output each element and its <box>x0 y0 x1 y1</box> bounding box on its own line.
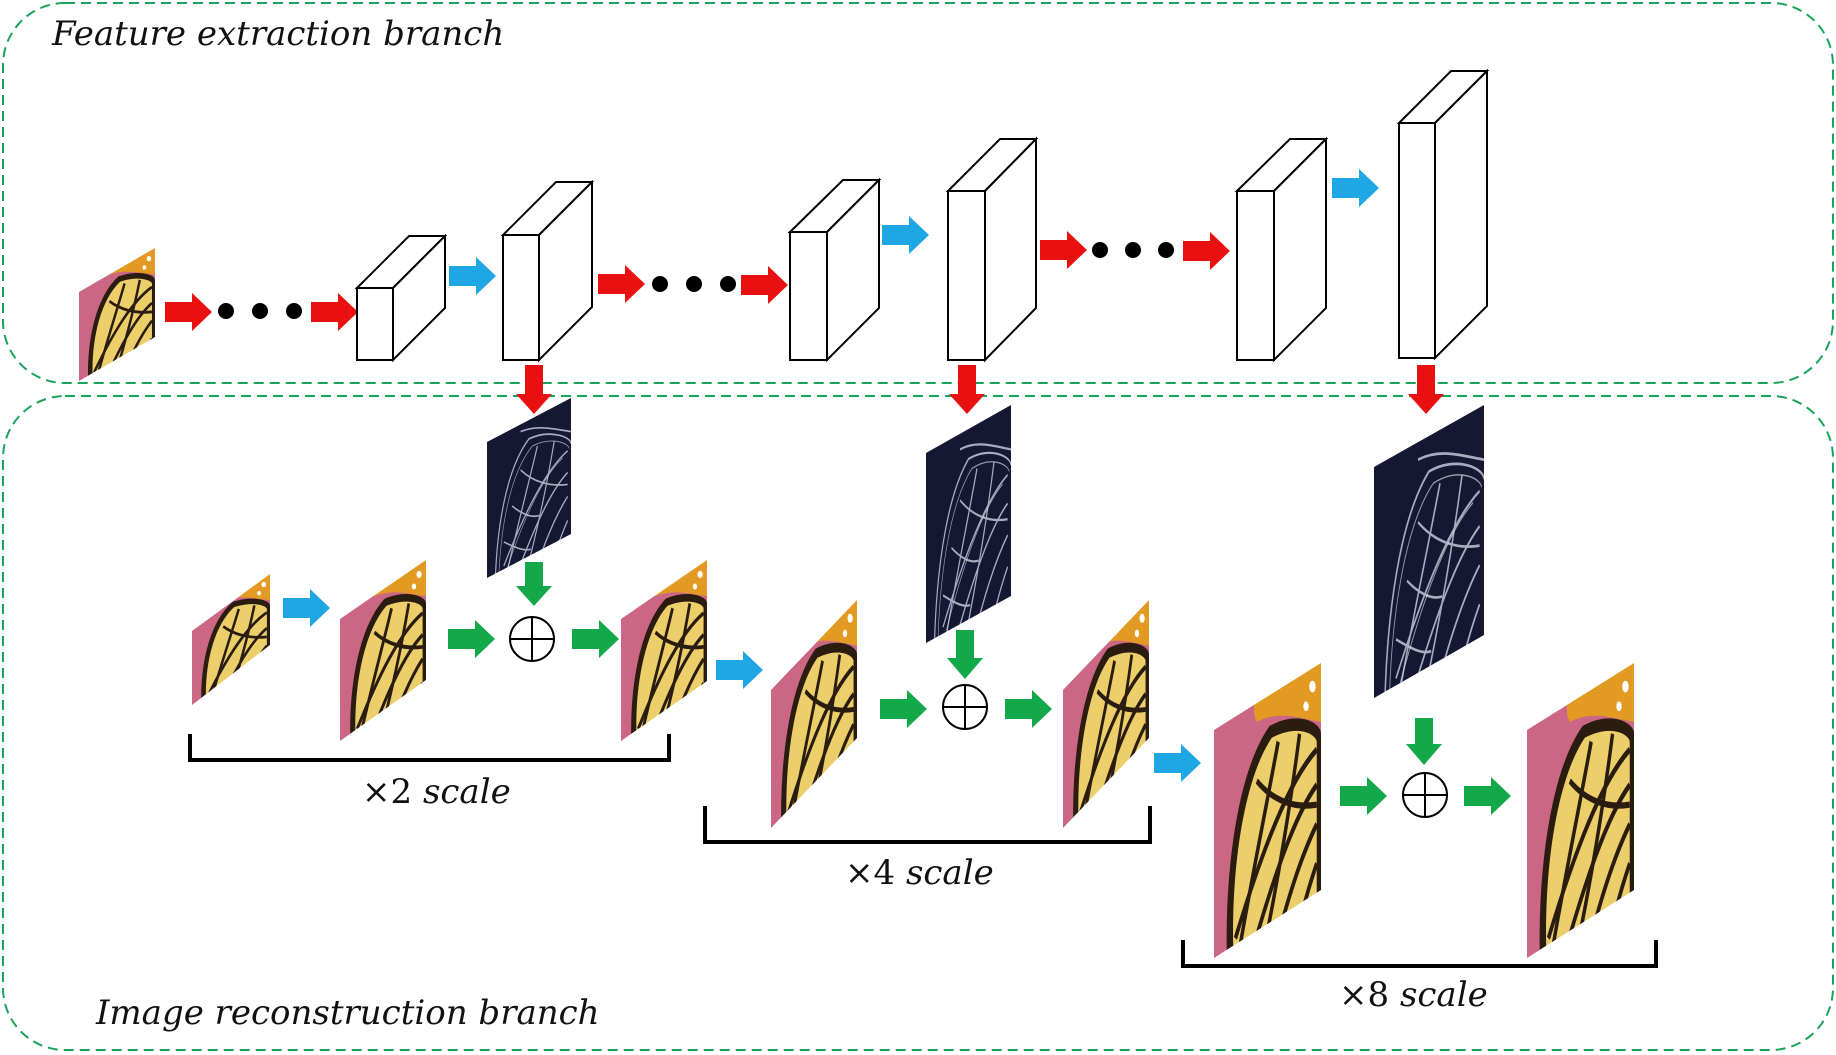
output-image-x4 <box>1063 600 1149 828</box>
circle-plus-icon <box>942 684 988 730</box>
arrow-blue-icon <box>1332 169 1379 207</box>
arrow-blue-icon <box>1154 744 1201 782</box>
arrow-blue-icon <box>283 589 330 627</box>
arrow-green-icon <box>572 620 619 658</box>
output-image-x2 <box>621 560 707 741</box>
residual-map-x8 <box>1374 405 1484 698</box>
lr-input-image <box>192 574 270 705</box>
arrow-down-red-icon <box>949 365 985 414</box>
arrow-red-icon <box>1183 232 1230 270</box>
feature-block-4 <box>945 136 1039 363</box>
output-image-x8 <box>1527 663 1634 958</box>
scale-word: scale <box>905 853 994 893</box>
upsampled-image-x4 <box>771 600 857 828</box>
arrow-blue-icon <box>449 257 496 295</box>
circle-plus-icon <box>1402 772 1448 818</box>
arrow-red-icon <box>1040 231 1087 269</box>
feature-block-1 <box>354 233 448 363</box>
feature-block-3 <box>787 177 882 363</box>
feature-branch-region <box>2 2 1834 384</box>
input-image <box>79 248 155 381</box>
arrow-green-icon <box>880 690 927 728</box>
arrow-green-icon <box>1005 690 1052 728</box>
arrow-red-icon <box>741 266 788 304</box>
scale-factor: ×8 <box>1339 975 1390 1015</box>
residual-map-x2 <box>487 398 571 578</box>
scale-label-x4: ×4 scale <box>845 853 994 893</box>
arrow-down-red-icon <box>1408 365 1444 414</box>
reconstruction-branch-title: Image reconstruction branch <box>96 993 600 1033</box>
feature-block-5 <box>1234 136 1329 363</box>
upsampled-image-x8 <box>1214 663 1321 958</box>
arrow-green-icon <box>1464 777 1511 815</box>
arrow-blue-icon <box>716 651 763 689</box>
residual-map-x4 <box>926 405 1011 643</box>
bracket-x4 <box>703 806 1152 844</box>
bracket-x2 <box>188 734 671 762</box>
ellipsis-dots-icon <box>652 276 736 292</box>
ellipsis-dots-icon <box>1092 242 1174 258</box>
bracket-x8 <box>1181 940 1658 968</box>
arrow-red-icon <box>598 265 645 303</box>
ellipsis-dots-icon <box>218 303 302 319</box>
arrow-down-red-icon <box>516 365 552 414</box>
arrow-blue-icon <box>882 216 929 254</box>
feature-block-2 <box>500 179 595 363</box>
arrow-red-icon <box>311 293 358 331</box>
arrow-green-icon <box>1340 777 1387 815</box>
scale-label-x2: ×2 scale <box>362 772 511 812</box>
scale-label-x8: ×8 scale <box>1339 975 1488 1015</box>
arrow-red-icon <box>165 293 212 331</box>
scale-word: scale <box>1399 975 1488 1015</box>
feature-branch-title: Feature extraction branch <box>52 14 505 54</box>
arrow-green-icon <box>448 620 495 658</box>
arrow-down-green-icon <box>1406 718 1442 765</box>
circle-plus-icon <box>509 616 555 662</box>
scale-word: scale <box>422 772 511 812</box>
arrow-down-green-icon <box>516 562 552 606</box>
upsampled-image-x2 <box>340 560 426 741</box>
reconstruction-branch-region <box>2 395 1834 1051</box>
arrow-down-green-icon <box>947 630 983 679</box>
scale-factor: ×2 <box>362 772 413 812</box>
feature-block-6 <box>1396 68 1490 361</box>
scale-factor: ×4 <box>845 853 896 893</box>
